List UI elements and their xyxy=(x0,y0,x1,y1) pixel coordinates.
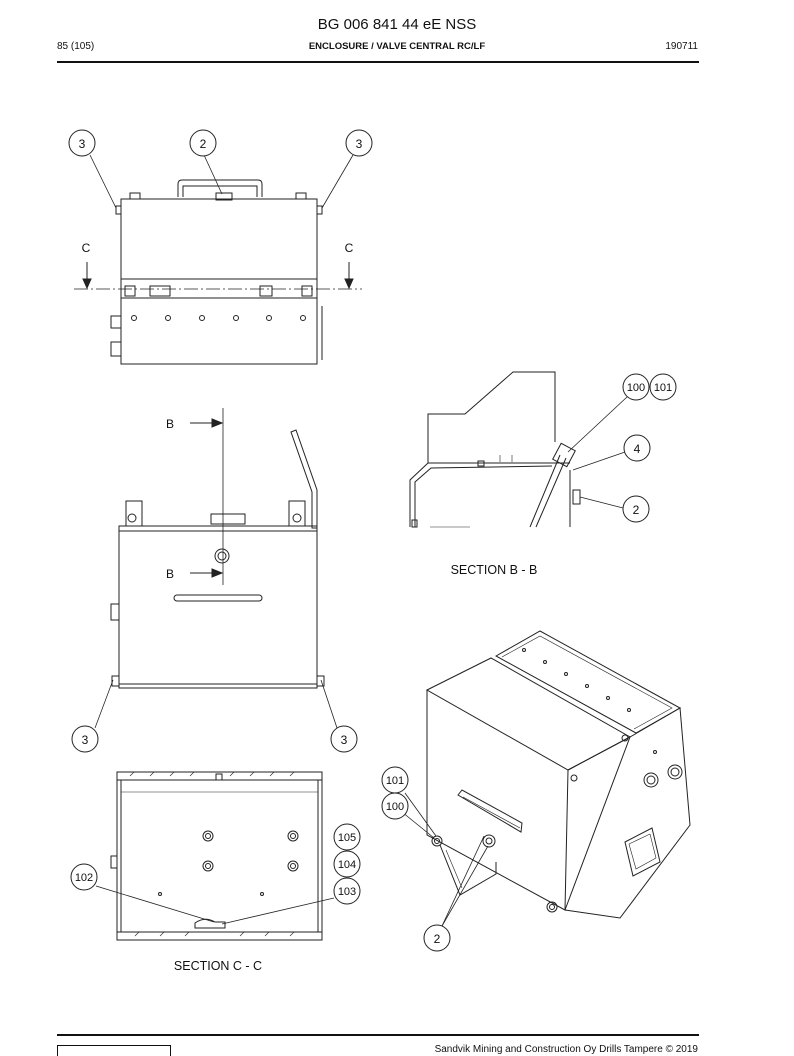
section-c-c-view xyxy=(95,771,335,941)
callout-2-top: 2 xyxy=(189,129,217,157)
section-b-b-view xyxy=(409,371,628,528)
section-marker-b-top: B xyxy=(166,417,174,431)
section-marker-b-bottom: B xyxy=(166,567,174,581)
footer-copyright: Sandvik Mining and Construction Oy Drill… xyxy=(434,1044,698,1055)
section-label-b-b: SECTION B - B xyxy=(451,563,538,577)
document-date: 190711 xyxy=(665,41,698,52)
svg-text:100: 100 xyxy=(386,801,404,813)
svg-text:101: 101 xyxy=(654,382,672,394)
section-label-c-c: SECTION C - C xyxy=(174,959,262,973)
svg-text:3: 3 xyxy=(356,137,363,151)
callout-101-section-b: 101 xyxy=(649,373,677,401)
svg-text:103: 103 xyxy=(338,886,356,898)
page-number: 85 (105) xyxy=(57,41,95,52)
header-rule xyxy=(57,61,699,63)
footer-rule xyxy=(57,1034,699,1036)
callout-3-top-right: 3 xyxy=(345,129,373,157)
svg-text:3: 3 xyxy=(79,137,86,151)
callout-3-top-left: 3 xyxy=(68,129,96,157)
svg-text:3: 3 xyxy=(82,733,89,747)
callout-102: 102 xyxy=(70,863,98,891)
svg-text:100: 100 xyxy=(627,382,645,394)
isometric-view xyxy=(401,630,691,927)
callout-101-iso: 101 xyxy=(381,766,409,794)
section-marker-c-right: C xyxy=(345,241,354,255)
callout-4-section-b: 4 xyxy=(623,434,651,462)
callout-100-section-b: 100 xyxy=(622,373,650,401)
callout-100-iso: 100 xyxy=(381,792,409,820)
svg-text:104: 104 xyxy=(338,859,356,871)
callout-3-front-right: 3 xyxy=(330,725,358,753)
top-view xyxy=(74,154,362,365)
company-logo xyxy=(57,1045,171,1056)
front-view xyxy=(94,408,338,729)
callout-3-front-left: 3 xyxy=(71,725,99,753)
svg-text:105: 105 xyxy=(338,832,356,844)
callout-103: 103 xyxy=(333,877,361,905)
document-subtitle: ENCLOSURE / VALVE CENTRAL RC/LF xyxy=(308,41,486,52)
svg-text:2: 2 xyxy=(200,137,207,151)
callout-104: 104 xyxy=(333,850,361,878)
svg-text:3: 3 xyxy=(341,733,348,747)
section-marker-c-left: C xyxy=(82,241,91,255)
svg-text:2: 2 xyxy=(633,503,640,517)
callout-2-iso: 2 xyxy=(423,924,451,952)
callout-105: 105 xyxy=(333,823,361,851)
svg-text:102: 102 xyxy=(75,872,93,884)
callout-2-section-b: 2 xyxy=(622,495,650,523)
svg-text:101: 101 xyxy=(386,775,404,787)
svg-text:4: 4 xyxy=(634,442,641,456)
svg-text:2: 2 xyxy=(434,932,441,946)
document-title: BG 006 841 44 eE NSS xyxy=(317,16,477,33)
